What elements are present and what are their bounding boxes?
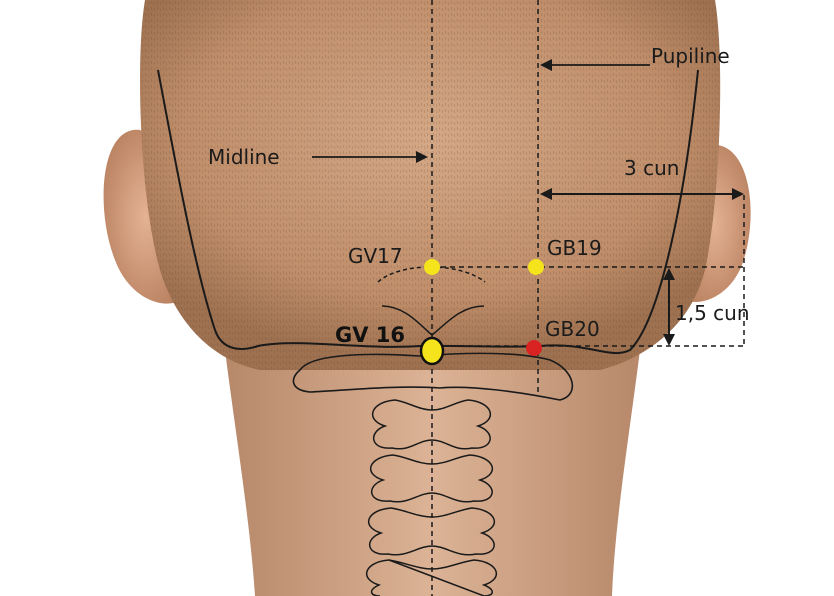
gv16-point <box>421 338 443 364</box>
gb20-label: GB20 <box>545 317 600 341</box>
midline-label: Midline <box>208 145 280 169</box>
hair-texture <box>140 0 720 370</box>
gb19-point <box>528 259 544 275</box>
gv17-point <box>424 259 440 275</box>
gb20-point <box>526 340 542 356</box>
gb19-label: GB19 <box>547 236 602 260</box>
gv16-label: GV 16 <box>335 323 405 347</box>
pupiline-label: Pupiline <box>651 44 730 68</box>
gv17-label: GV17 <box>348 244 403 268</box>
three-cun-label: 3 cun <box>624 156 679 180</box>
one-five-cun-label: 1,5 cun <box>675 301 750 325</box>
